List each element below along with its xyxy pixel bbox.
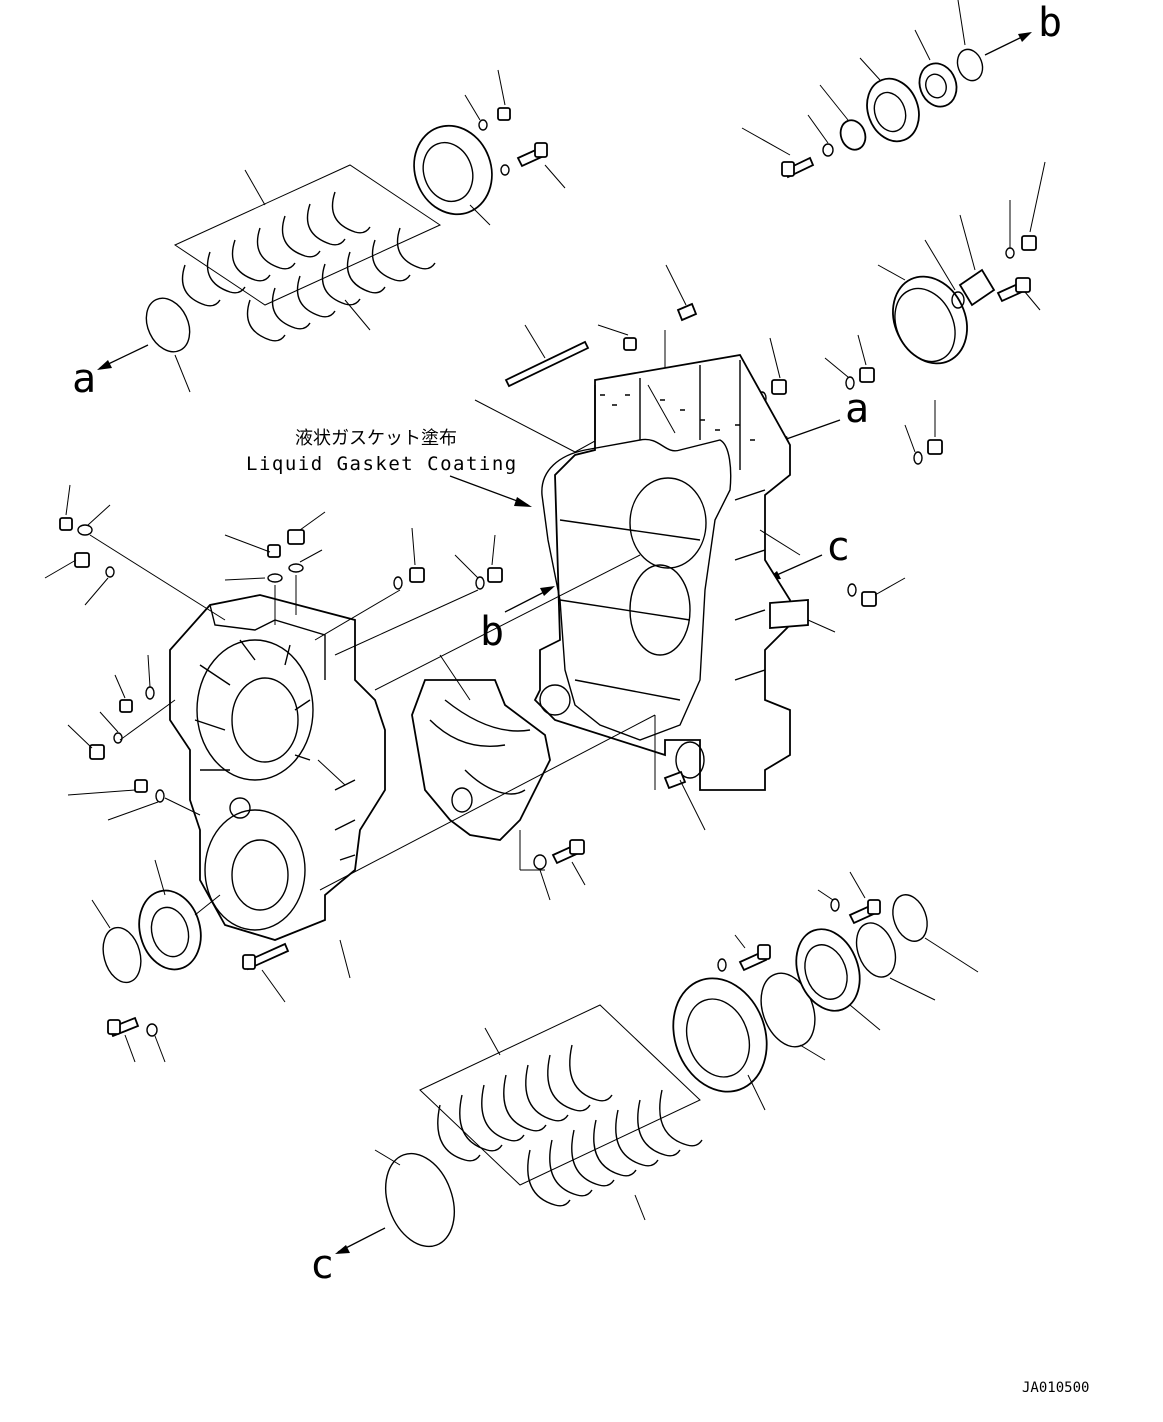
ref-letter-a-left: a <box>72 356 96 402</box>
ref-letter-c-bottom: c <box>310 1242 334 1288</box>
liquid-gasket-annotation: 液状ガスケット塗布 Liquid Gasket Coating <box>246 427 532 507</box>
lower-shim-stack <box>419 1004 703 1221</box>
ref-c-bottom: c <box>310 1227 386 1288</box>
annotation-japanese: 液状ガスケット塗布 <box>295 427 457 449</box>
middle-guard <box>411 654 551 871</box>
ref-letter-b-mid: b <box>480 609 504 655</box>
ref-b-mid: b <box>480 586 555 655</box>
lower-cover-disc <box>374 1149 455 1248</box>
front-lower-cage <box>91 859 351 1063</box>
upper-cover-disc <box>145 297 191 393</box>
ref-a-upper-left: a <box>72 344 149 402</box>
lower-right-cage-assy <box>672 871 979 1111</box>
upper-bearing-cage <box>413 124 493 226</box>
ref-letter-a-right: a <box>845 386 869 432</box>
rear-transmission-case <box>533 354 836 831</box>
right-upper-ring-cover <box>877 161 1046 365</box>
ref-b-top: b <box>984 0 1062 56</box>
ref-letter-b-top: b <box>1038 0 1062 46</box>
top-right-bearing-set <box>741 0 984 179</box>
guard-bolt-washer <box>533 839 586 901</box>
ref-c-right: c <box>766 524 850 580</box>
drawing-id: JA010500 <box>1022 1380 1089 1396</box>
annotation-english: Liquid Gasket Coating <box>246 453 518 475</box>
upper-cage-bolts <box>464 69 566 189</box>
front-transmission-case <box>169 554 656 941</box>
upper-shim-stack <box>173 164 442 342</box>
ref-letter-c-right: c <box>826 524 850 570</box>
ref-a-right: a <box>774 386 869 445</box>
front-case-plugs <box>44 484 503 821</box>
